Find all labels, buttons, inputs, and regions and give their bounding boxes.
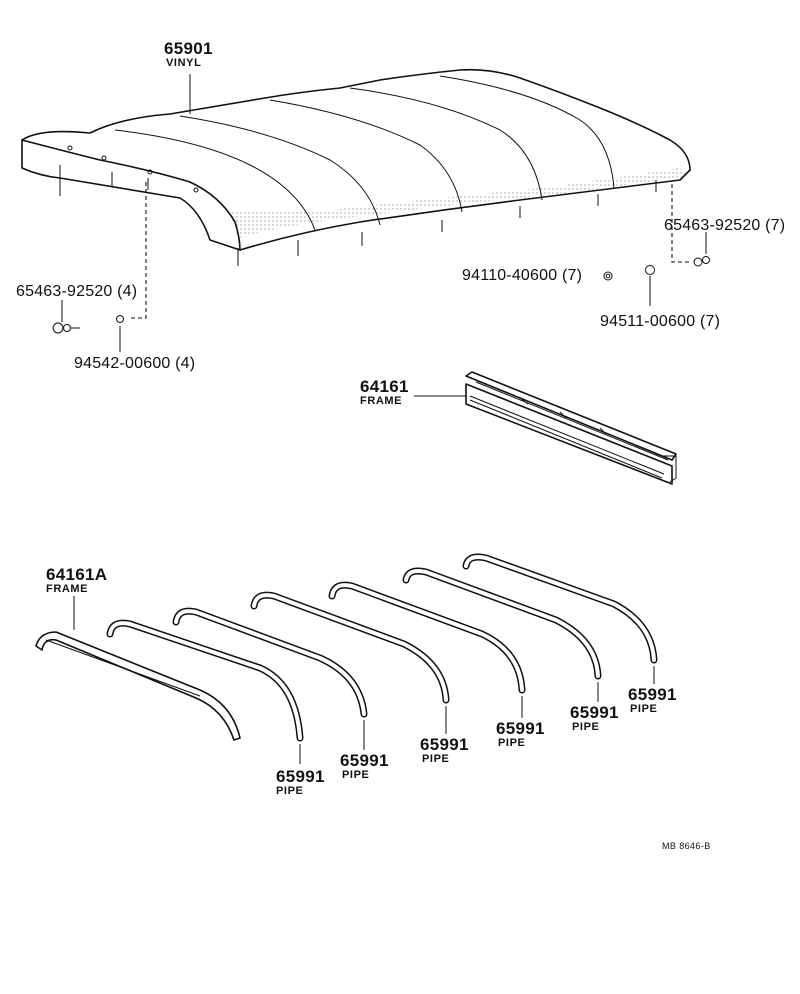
washer-left [116,315,124,323]
washer-left-part-number: 94542-00600 (4) [74,355,196,372]
pipe-3-description: PIPE [422,753,450,765]
bow-pipe-4 [328,581,526,694]
drawing-reference-code: MB 8646-B [662,841,711,851]
washer-right [645,265,655,275]
pipe-1-part-number: 65991 [276,767,325,786]
nut-right-part-number: 94110-40600 (7) [462,267,583,284]
frame-a-part-number: 64161A [46,565,108,584]
pipe-2-part-number: 65991 [340,751,389,770]
pipe-2-description: PIPE [342,769,370,781]
pipe-5-description: PIPE [572,721,600,733]
vinyl-part-number: 65901 [164,39,213,58]
bow-pipe-2 [172,607,368,718]
vinyl-description: VINYL [166,57,202,69]
bolt-left-part-number: 65463-92520 (4) [16,283,138,300]
frame-a-description: FRAME [46,583,89,595]
pipe-4-part-number: 65991 [496,719,545,738]
bolt-left [52,322,80,334]
nut-right [603,271,613,281]
pipe-5-part-number: 65991 [570,703,619,722]
bow-pipe-6 [462,553,658,664]
bolt-right [693,256,710,267]
pipe-1-description: PIPE [276,785,304,797]
pipe-6-part-number: 65991 [628,685,677,704]
washer-right-part-number: 94511-00600 (7) [600,313,721,330]
bow-pipe-1 [106,619,304,742]
bolt-right-part-number: 65463-92520 (7) [664,217,786,234]
bow-pipe-5 [402,567,602,680]
frame-description: FRAME [360,395,403,407]
front-bow-frame [35,631,241,741]
pipe-4-description: PIPE [498,737,526,749]
frame-part-number: 64161 [360,377,409,396]
frame-rail [465,371,677,485]
bow-pipe-3 [250,591,450,704]
pipe-3-part-number: 65991 [420,735,469,754]
pipe-6-description: PIPE [630,703,658,715]
vinyl-top-cover [21,68,691,266]
